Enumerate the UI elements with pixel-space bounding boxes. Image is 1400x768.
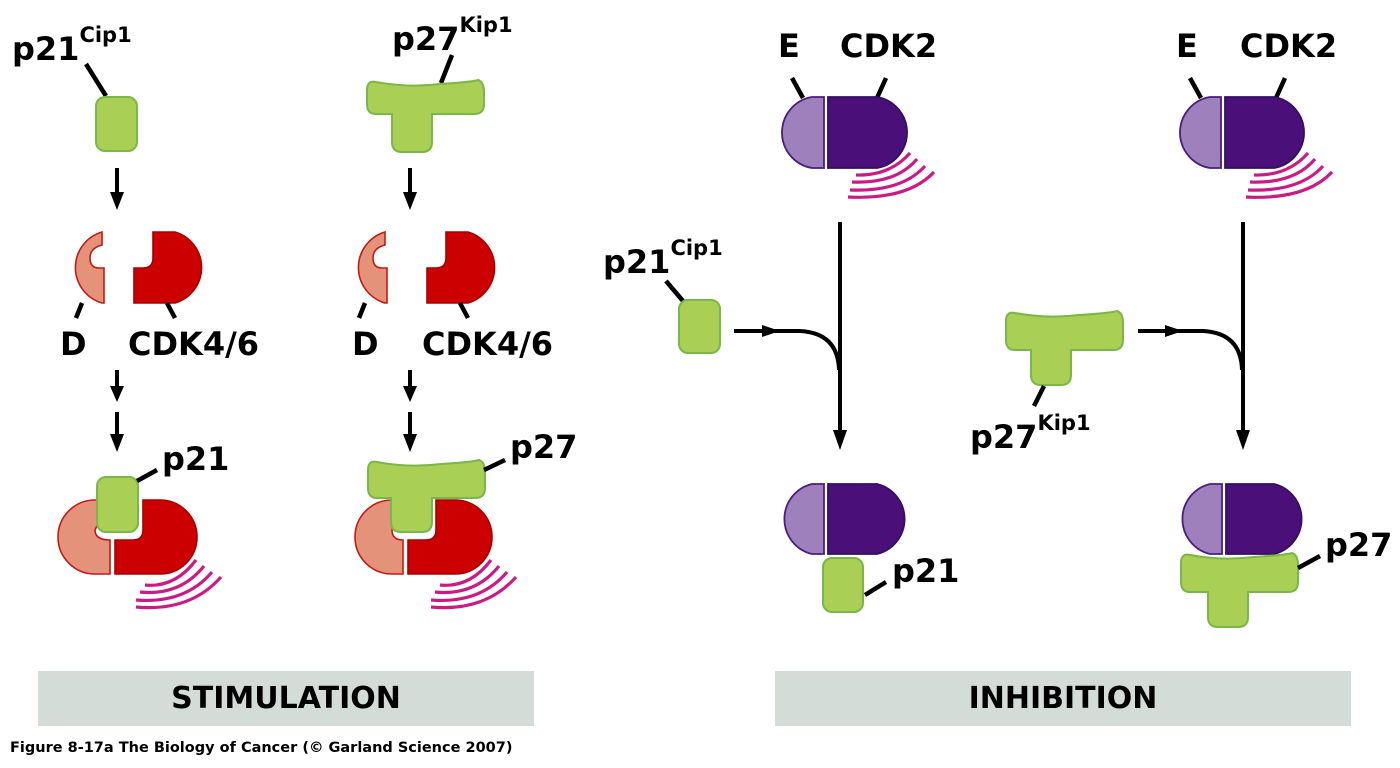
d-pointer xyxy=(356,302,368,319)
inhibition-banner: INHIBITION xyxy=(775,671,1351,726)
p21-complex-label: p21 xyxy=(162,440,229,478)
e-pointer xyxy=(1188,76,1203,100)
cdk46-in-complex xyxy=(114,499,198,575)
stim-col1: p21Cip1 D CDK4/6 p21 xyxy=(12,23,259,610)
p21-protein xyxy=(678,299,721,354)
p21-pointer xyxy=(84,62,108,98)
p27-bound-pointer xyxy=(483,457,506,473)
e-pointer xyxy=(790,76,805,100)
cdk46-subunit xyxy=(133,231,203,304)
p21-bound-pointer xyxy=(863,580,888,597)
stimulation-banner: STIMULATION xyxy=(38,671,534,726)
arrow-head xyxy=(762,325,780,337)
inhib-col1: E CDK2 p21Cip1 p21 xyxy=(603,27,959,613)
cdk2-pointer xyxy=(1273,77,1288,99)
cdk2-label: CDK2 xyxy=(1240,27,1337,65)
p27-kip1-label: p27Kip1 xyxy=(970,411,1091,456)
down-arrow-double xyxy=(403,370,417,452)
activity-waves xyxy=(847,151,936,199)
p21-bound-pointer xyxy=(135,468,159,483)
arrow-head xyxy=(1236,430,1250,450)
p21-pointer xyxy=(664,279,685,303)
p27-protein xyxy=(366,78,485,153)
activity-waves xyxy=(430,559,518,610)
cdk46-in-complex xyxy=(407,499,493,575)
p21-bound xyxy=(96,476,139,533)
cyclin-d-label: D xyxy=(352,325,379,363)
cyclin-e-subunit xyxy=(1179,96,1222,169)
p27-protein xyxy=(1005,309,1124,386)
arrow-head xyxy=(1165,325,1183,337)
down-arrow-double xyxy=(110,370,124,452)
down-arrow xyxy=(110,168,124,210)
cyclin-e-in-complex xyxy=(783,483,825,555)
inhib-col2: E CDK2 p27Kip1 p27 xyxy=(970,27,1392,628)
arrow-head xyxy=(833,430,847,450)
p27-kip1-label: p27Kip1 xyxy=(392,13,513,58)
activity-waves xyxy=(1245,151,1334,199)
activity-waves xyxy=(135,559,223,610)
cdk46-pointer xyxy=(458,301,470,320)
p27-bound xyxy=(367,458,486,533)
cdk46-subunit xyxy=(426,231,496,304)
cdk2-subunit xyxy=(827,96,908,169)
cdk46-pointer xyxy=(165,301,177,320)
p21-bound xyxy=(822,557,864,613)
cyclin-d-subunit xyxy=(74,230,105,304)
cyclin-d-label: D xyxy=(60,325,87,363)
cdk2-in-complex xyxy=(1225,483,1303,555)
cdk2-in-complex xyxy=(827,483,906,555)
p27-pointer xyxy=(1031,384,1047,408)
cdk2-pointer xyxy=(874,77,889,99)
figure-caption: Figure 8-17a The Biology of Cancer (© Ga… xyxy=(10,740,513,756)
cdk46-label: CDK4/6 xyxy=(422,325,553,363)
p27-complex-label: p27 xyxy=(1325,526,1392,564)
cyclin-e-in-complex xyxy=(1181,483,1223,555)
stim-col2: p27Kip1 D CDK4/6 p27 xyxy=(352,13,577,610)
cyclin-e-label: E xyxy=(1176,27,1198,65)
p27-complex-label: p27 xyxy=(510,428,577,466)
cdk2-label: CDK2 xyxy=(840,27,937,65)
p21-cip1-label: p21Cip1 xyxy=(603,236,723,281)
p27-bound xyxy=(1180,551,1299,628)
cdk46-label: CDK4/6 xyxy=(128,325,259,363)
p27-pointer xyxy=(438,54,455,84)
p21-cip1-label: p21Cip1 xyxy=(12,23,132,68)
down-arrow xyxy=(403,168,417,210)
merge-arrow xyxy=(1138,329,1244,371)
p21-protein xyxy=(95,96,138,152)
cyclin-e-subunit xyxy=(781,96,825,169)
cdk2-subunit xyxy=(1224,96,1305,169)
cyclin-d-subunit xyxy=(357,230,388,304)
cyclin-e-label: E xyxy=(778,27,800,65)
d-pointer xyxy=(73,302,85,319)
p27-bound-pointer xyxy=(1296,554,1322,570)
p21-complex-label: p21 xyxy=(892,552,959,590)
merge-arrow xyxy=(734,329,841,371)
